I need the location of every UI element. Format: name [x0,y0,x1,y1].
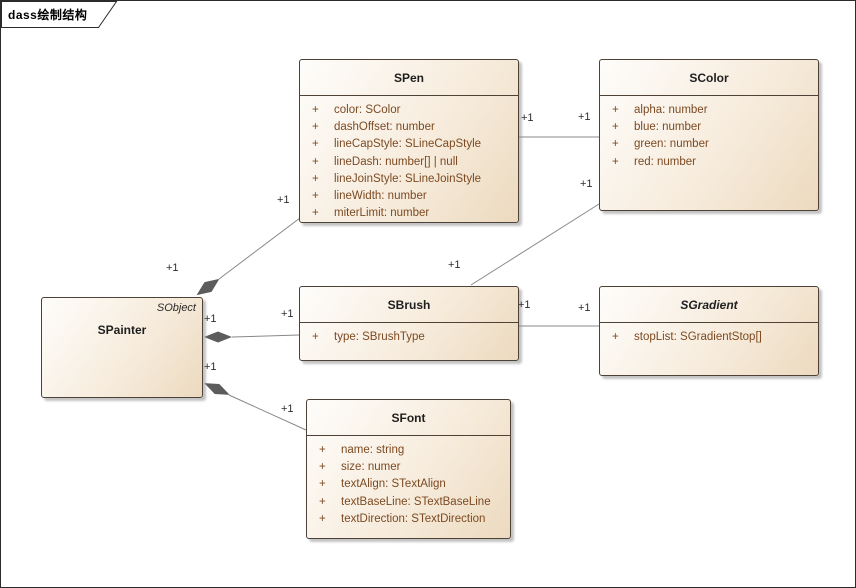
visibility-symbol: + [612,330,619,343]
attribute-text: name: string [341,443,405,456]
connector-painter-pen[interactable] [196,217,301,296]
attribute-row: + lineWidth: number [300,187,518,204]
attribute-row: + textDirection: STextDirection [307,510,510,527]
visibility-symbol: + [612,103,619,116]
attribute-row: + green: number [600,136,818,153]
visibility-symbol: + [312,207,319,220]
multiplicity-label: +1 [578,302,591,314]
frame-tab-shape [1,1,118,28]
visibility-symbol: + [319,495,326,508]
class-box-sfont[interactable]: SFont + name: string + size: numer + tex… [306,399,511,539]
attribute-text: lineWidth: number [334,190,427,203]
visibility-symbol: + [612,120,619,133]
class-name: SPainter [97,323,147,337]
attribute-row: + red: number [600,153,818,170]
class-box-spainter[interactable]: SObject SPainter [41,297,203,398]
attribute-row: + miterLimit: number [300,205,518,222]
attribute-row: + color: SColor [300,101,518,118]
attribute-compartment: + color: SColor + dashOffset: number + l… [300,95,518,222]
multiplicity-label: +1 [578,111,591,123]
attribute-text: alpha: number [634,103,708,116]
class-annotation: SObject [156,302,196,314]
attribute-row: + name: string [307,441,510,458]
frame-tab: dass绘制结构 [8,8,88,22]
class-name: SPen [393,70,424,85]
attribute-row: + type: SBrushType [300,328,518,345]
attribute-compartment: + type: SBrushType [300,322,518,345]
attribute-row: + lineDash: number[] | null [300,153,518,170]
multiplicity-label: +1 [204,361,217,373]
class-box-scolor[interactable]: SColor + alpha: number + blue: number + … [599,59,819,211]
visibility-symbol: + [612,138,619,151]
attribute-row: + dashOffset: number [300,118,518,135]
attribute-text: stopList: SGradientStop[] [634,330,762,343]
visibility-symbol: + [312,172,319,185]
multiplicity-label: +1 [580,178,593,190]
class-name: SGradient [680,297,738,312]
multiplicity-label: +1 [518,299,531,311]
attribute-text: miterLimit: number [334,207,430,220]
attribute-text: red: number [634,155,697,168]
visibility-symbol: + [319,460,326,473]
attribute-row: + lineJoinStyle: SLineJoinStyle [300,170,518,187]
composition-diamond-icon [196,278,220,296]
attribute-row: + alpha: number [600,101,818,118]
attribute-compartment: + stopList: SGradientStop[] [600,322,818,345]
visibility-symbol: + [312,155,319,168]
connector-line [218,217,301,280]
visibility-symbol: + [312,120,319,133]
visibility-symbol: + [312,330,319,343]
attribute-text: green: number [634,138,709,151]
attribute-compartment: + name: string + size: numer + textAlign… [307,435,510,527]
visibility-symbol: + [312,103,319,116]
connector-line [228,394,307,431]
visibility-symbol: + [312,138,319,151]
attribute-text: textDirection: STextDirection [341,512,486,525]
attribute-text: lineCapStyle: SLineCapStyle [334,138,482,151]
attribute-text: size: numer [341,460,401,473]
attribute-compartment: + alpha: number + blue: number + green: … [600,95,818,170]
class-box-sgradient[interactable]: SGradient + stopList: SGradientStop[] [599,286,819,376]
class-name: SBrush [387,297,431,312]
visibility-symbol: + [312,190,319,203]
attribute-row: + textBaseLine: STextBaseLine [307,493,510,510]
connector-brush-color[interactable] [470,203,600,286]
attribute-text: color: SColor [334,103,401,116]
attribute-text: lineJoinStyle: SLineJoinStyle [334,172,482,185]
attribute-text: textBaseLine: STextBaseLine [341,495,491,508]
connector-line [470,203,600,286]
multiplicity-label: +1 [448,259,461,271]
connector-painter-font[interactable] [204,383,307,431]
attribute-text: dashOffset: number [334,120,435,133]
visibility-symbol: + [319,478,326,491]
composition-diamond-icon [204,383,230,395]
class-name: SColor [689,70,729,85]
attribute-text: textAlign: STextAlign [341,478,446,491]
attribute-text: type: SBrushType [334,330,425,343]
attribute-row: + blue: number [600,118,818,135]
attribute-row: + lineCapStyle: SLineCapStyle [300,136,518,153]
connector-painter-brush[interactable] [204,331,300,343]
attribute-row: + textAlign: STextAlign [307,476,510,493]
multiplicity-label: +1 [281,308,294,320]
class-name: SFont [391,410,426,425]
connector-line [231,334,300,338]
composition-diamond-icon [204,331,232,343]
attribute-text: blue: number [634,120,702,133]
multiplicity-label: +1 [166,262,179,274]
visibility-symbol: + [612,155,619,168]
attribute-row: + stopList: SGradientStop[] [600,328,818,345]
class-box-spen[interactable]: SPen + color: SColor + dashOffset: numbe… [299,59,519,223]
multiplicity-label: +1 [281,403,294,415]
multiplicity-label: +1 [204,313,217,325]
multiplicity-label: +1 [521,112,534,124]
class-box-sbrush[interactable]: SBrush + type: SBrushType [299,286,519,361]
attribute-text: lineDash: number[] | null [334,155,458,168]
visibility-symbol: + [319,443,326,456]
attribute-row: + size: numer [307,458,510,475]
multiplicity-label: +1 [277,194,290,206]
visibility-symbol: + [319,512,326,525]
